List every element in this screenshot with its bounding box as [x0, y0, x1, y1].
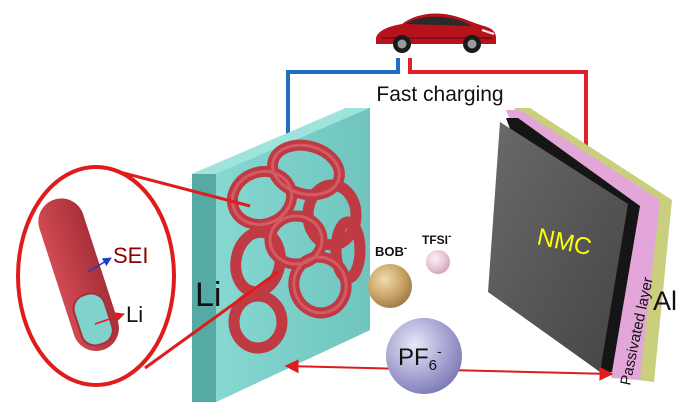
tfsi-anion-label: TFSI — [422, 233, 448, 247]
li-core-label: Li — [126, 302, 143, 327]
bob-anion: BOB- — [368, 243, 412, 308]
dendrite-highlights — [230, 143, 348, 315]
cathode-stack — [488, 108, 672, 382]
pf6-anion: PF6- — [386, 318, 462, 394]
bob-anion-label: BOB — [375, 244, 404, 259]
callout-line-top — [111, 168, 251, 208]
external-circuit — [286, 58, 588, 150]
callout-line-bottom — [144, 270, 279, 370]
pf6-anion-charge: - — [437, 343, 442, 359]
pf6-anion-label: PF — [398, 344, 429, 371]
svg-text:TFSI-: TFSI- — [422, 231, 451, 247]
tfsi-anion: TFSI- — [422, 231, 451, 274]
svg-text:BOB-: BOB- — [375, 243, 407, 259]
li-rod-cross-section — [38, 198, 119, 351]
electric-car-icon — [376, 13, 496, 53]
svg-text:PF6-: PF6- — [398, 343, 442, 374]
sei-label: SEI — [113, 243, 148, 268]
lithium-anode-label: Li — [195, 276, 221, 314]
aluminum-label: Al — [653, 286, 677, 316]
bob-anion-charge: - — [404, 243, 407, 254]
nmc-cathode — [488, 122, 628, 372]
sei-pointer — [87, 257, 112, 273]
pf6-anion-subscript: 6 — [429, 357, 437, 374]
positive-wire — [408, 58, 588, 150]
li-core-pointer — [94, 312, 125, 325]
negative-wire — [286, 58, 400, 140]
sei-callout: SEI Li — [16, 165, 279, 387]
fast-charging-label: Fast charging — [376, 83, 503, 106]
tfsi-anion-charge: - — [448, 231, 451, 242]
